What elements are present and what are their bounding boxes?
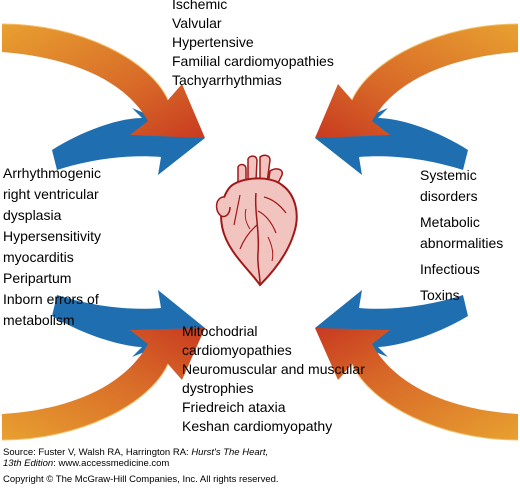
list-item: Hypertensive (172, 34, 254, 50)
list-item: myocarditis (3, 249, 74, 265)
source-edition: 13th Edition (3, 458, 54, 469)
copyright-line: Copyright © The McGraw-Hill Companies, I… (3, 474, 279, 485)
list-item: right ventricular (3, 186, 99, 202)
left-causes-list: Arrhythmogenic right ventricular dysplas… (3, 163, 101, 331)
top-causes-list: Ischemic Valvular Hypertensive Familial … (172, 0, 334, 90)
list-item: Arrhythmogenic (3, 165, 102, 181)
list-item: abnormalities (420, 235, 504, 251)
arrow-top-left (1, 23, 205, 175)
list-item: Inborn errors of (3, 291, 99, 307)
source-line: Source: Fuster V, Walsh RA, Harrington R… (3, 447, 268, 458)
source-book-title: Hurst's The Heart, (191, 447, 269, 458)
list-item: metabolism (3, 312, 75, 328)
list-item: dysplasia (3, 207, 62, 223)
source-site: : www.accessmedicine.com (53, 458, 170, 469)
list-item: Systemic (420, 167, 477, 183)
list-item: dystrophies (182, 380, 254, 396)
list-item: Familial cardiomyopathies (172, 53, 334, 69)
list-item: cardiomyopathies (182, 342, 292, 358)
list-item: Toxins (420, 287, 460, 303)
list-item: Hypersensitivity (3, 228, 102, 244)
source-prefix: Source: Fuster V, Walsh RA, Harrington R… (3, 447, 192, 458)
heart-illustration (215, 154, 298, 287)
list-item: Valvular (172, 15, 222, 31)
arrow-bottom-right (315, 290, 519, 441)
list-item: Ischemic (172, 0, 228, 12)
list-item: Friedreich ataxia (182, 399, 286, 415)
arrow-bottom-left (1, 290, 205, 441)
list-item: Neuromuscular and muscular (182, 361, 365, 377)
list-item: Metabolic (420, 214, 480, 230)
arrow-top-right (315, 23, 519, 175)
edition-line: 13th Edition: www.accessmedicine.com (3, 458, 169, 469)
list-item: Mitochodrial (182, 323, 258, 339)
bottom-causes-list: Mitochodrial cardiomyopathies Neuromuscu… (182, 322, 365, 436)
list-item: Keshan cardiomyopathy (182, 418, 333, 434)
list-item: Tachyarrhythmias (172, 72, 282, 88)
list-item: disorders (420, 188, 478, 204)
list-item: Peripartum (3, 270, 72, 286)
list-item: Infectious (420, 261, 480, 277)
right-causes-list: Systemic disorders Metabolic abnormaliti… (420, 165, 503, 306)
